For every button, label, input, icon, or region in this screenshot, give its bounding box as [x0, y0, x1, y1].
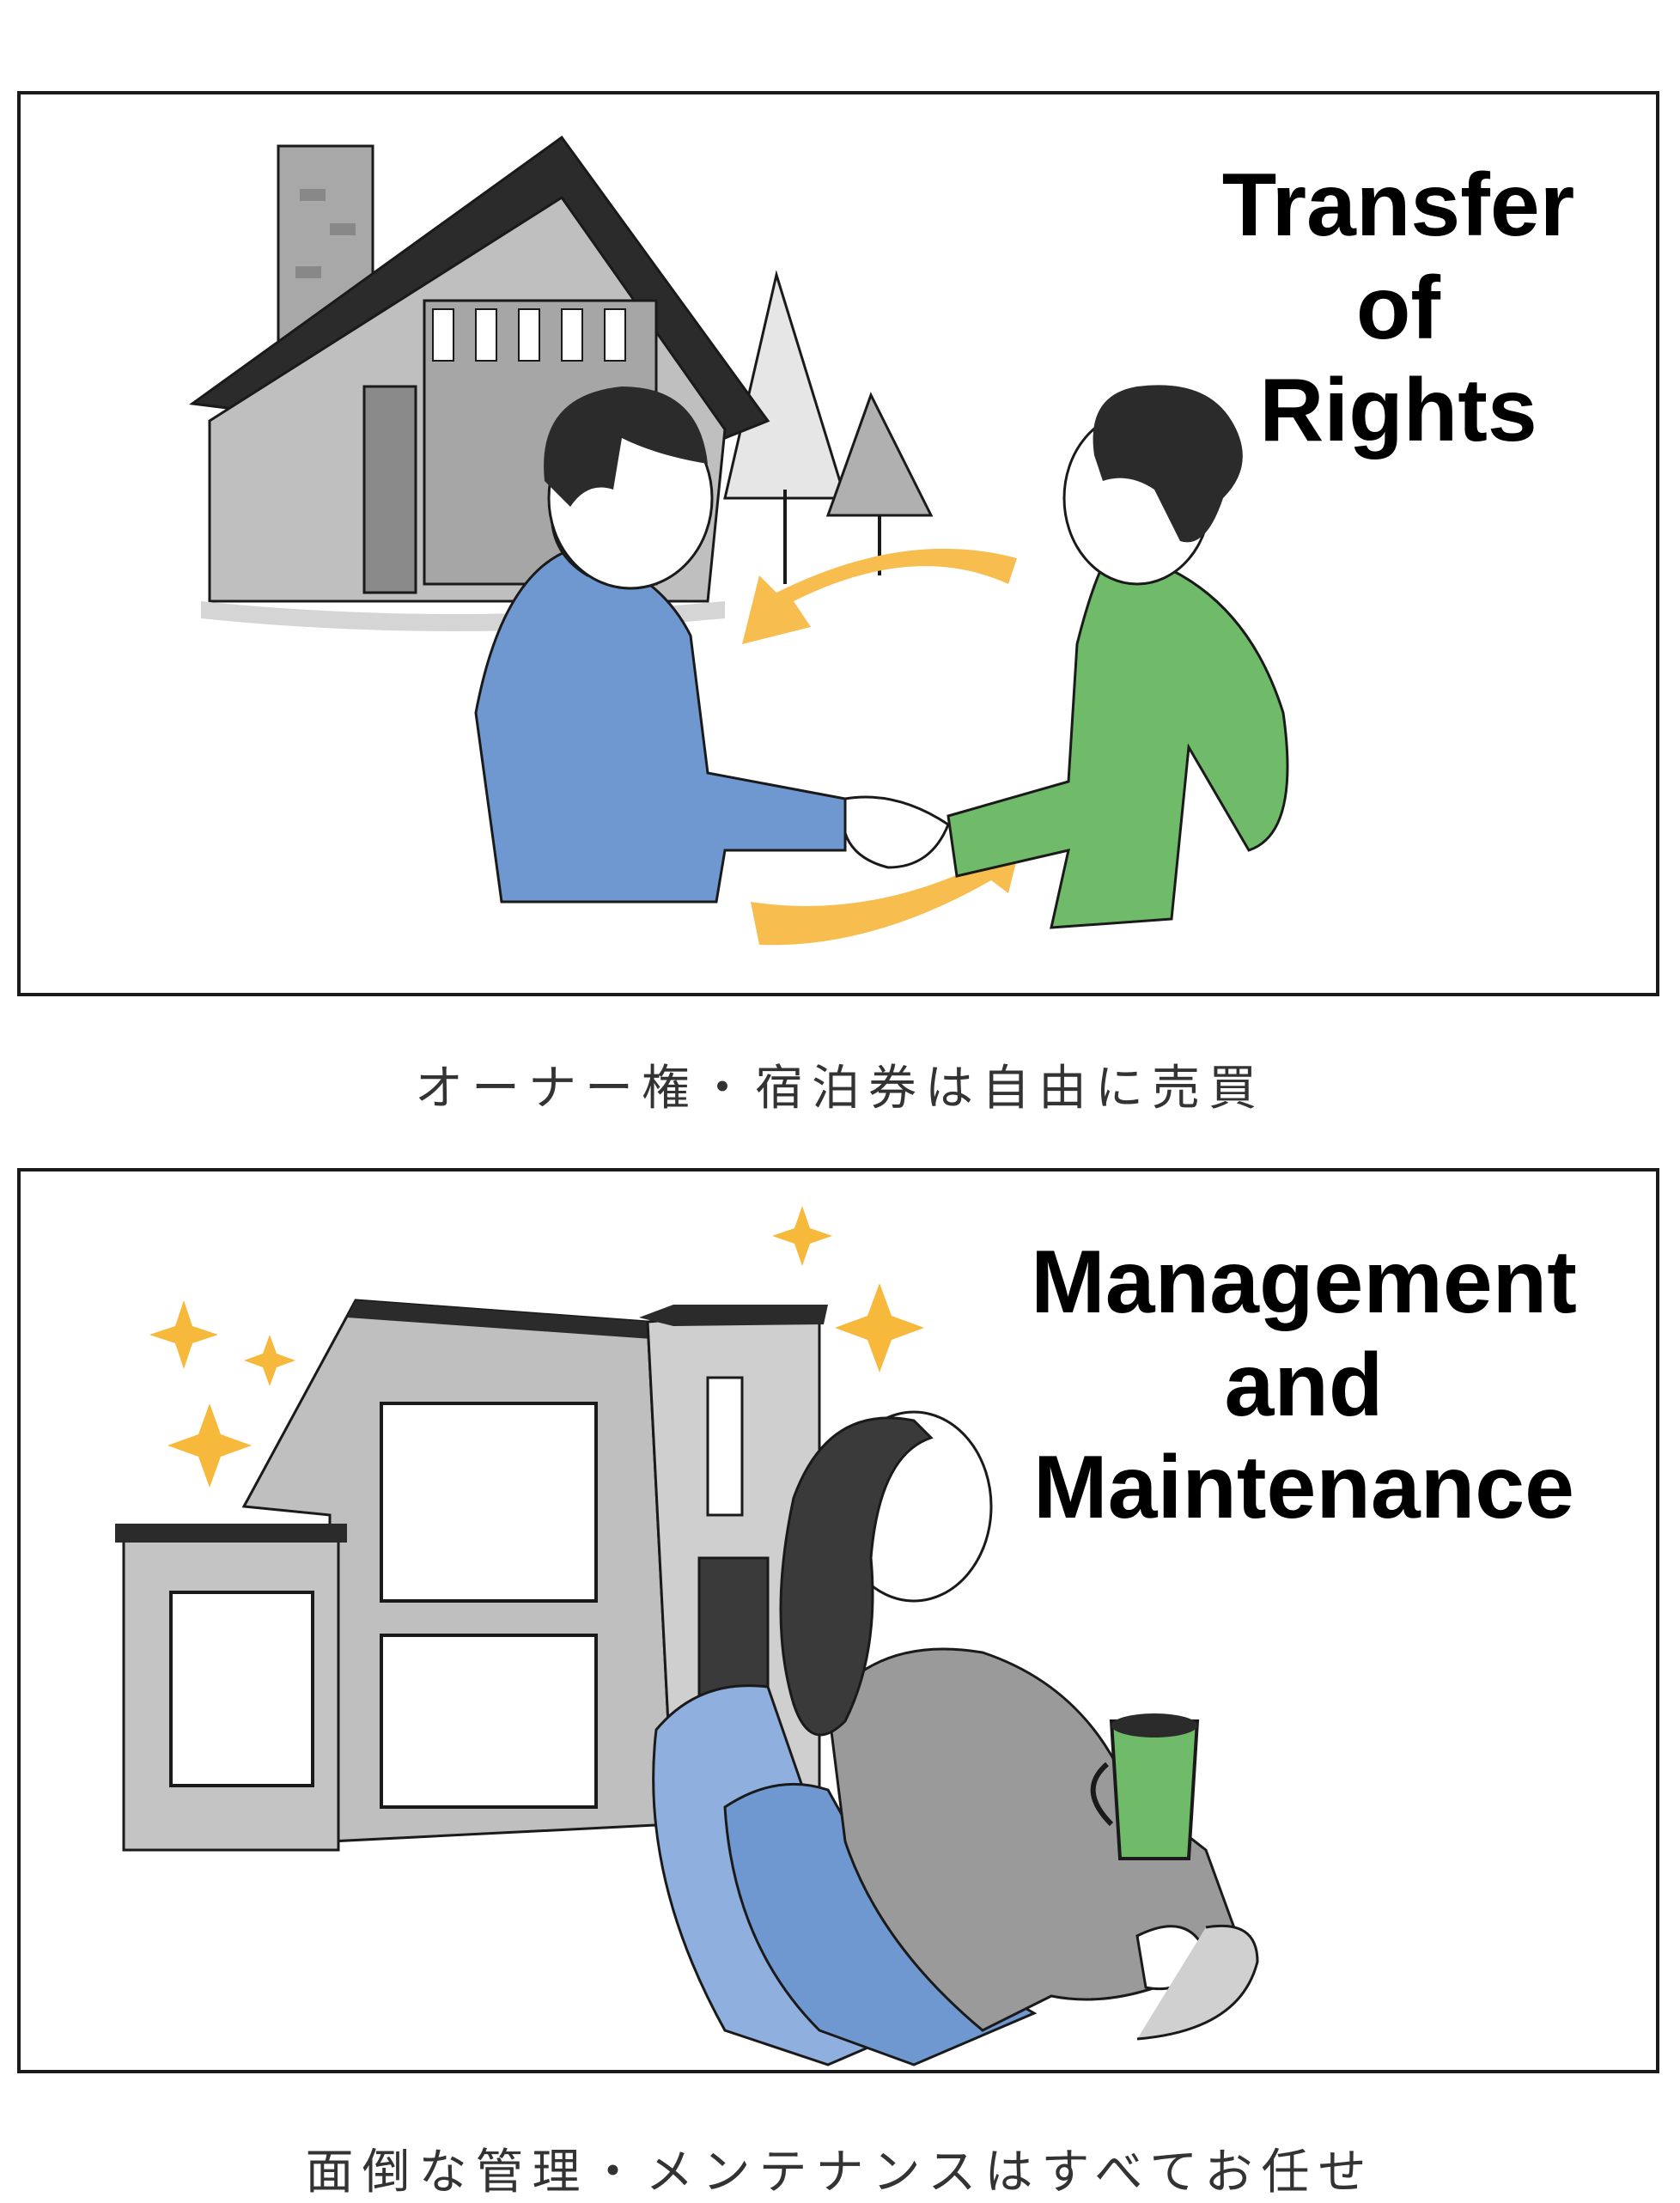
panel-transfer-of-rights: Transfer of Rights	[17, 91, 1659, 996]
sparkle-icon	[149, 1206, 924, 1488]
panel-title: Management and Maintenance	[986, 1232, 1622, 1540]
title-line: Maintenance	[1033, 1438, 1574, 1538]
title-line: Rights	[1259, 361, 1537, 461]
arrow-right-icon	[751, 825, 1026, 946]
title-line: Management	[1031, 1232, 1577, 1332]
mug-icon	[1090, 1713, 1200, 1860]
title-line: of	[1355, 258, 1441, 358]
panel-caption: 面倒な管理・メンテナンスはすべてお任せ	[305, 2145, 1375, 2200]
arrow-left-icon	[742, 548, 1017, 644]
person-blue-icon	[474, 386, 847, 904]
panel-caption: オーナー権・宿泊券は自由に売買	[415, 1061, 1265, 1117]
panel-management-maintenance: Management and Maintenance	[17, 1168, 1659, 2073]
title-line: Transfer	[1221, 155, 1575, 255]
handshake-illustration	[189, 135, 1289, 946]
panel-title: Transfer of Rights	[1192, 155, 1604, 463]
person-green-icon	[947, 385, 1289, 929]
relaxing-illustration	[115, 1206, 1259, 2066]
handshake-icon	[843, 795, 950, 869]
title-line: and	[1224, 1335, 1384, 1435]
building-icon	[115, 1299, 828, 1852]
